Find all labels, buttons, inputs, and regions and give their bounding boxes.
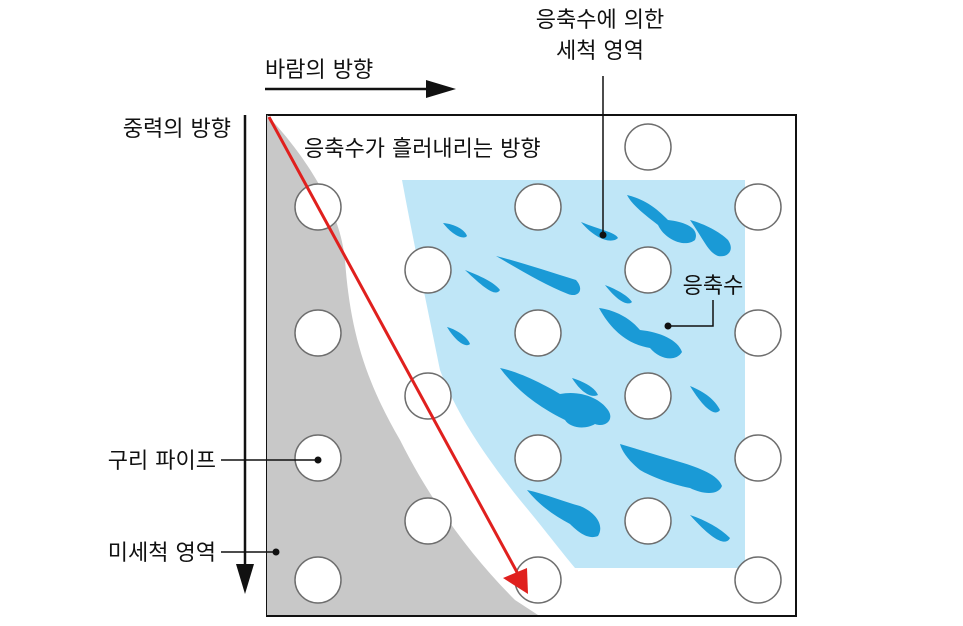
condensate-flow-arrowhead <box>503 568 528 594</box>
copper-pipe <box>734 556 782 604</box>
copper-pipe <box>514 434 562 482</box>
copper-pipe <box>404 372 452 420</box>
copper-pipe <box>734 183 782 231</box>
droplet <box>620 444 722 493</box>
cleaning-area-label-line2: 세척 영역 <box>556 39 644 64</box>
condensate-label: 응축수 <box>683 274 744 299</box>
copper-pipe <box>514 309 562 357</box>
cleaning-area-dot <box>599 231 607 239</box>
uncleaned-area-dot <box>272 548 280 556</box>
copper-pipe <box>404 497 452 545</box>
droplet <box>690 515 730 542</box>
gravity-direction-arrowhead <box>236 564 254 594</box>
copper-pipe <box>294 556 342 604</box>
leader-dots <box>272 231 672 556</box>
copper-pipe <box>624 246 672 294</box>
droplet <box>443 223 467 238</box>
copper-pipe <box>624 497 672 545</box>
leader-lines <box>221 76 714 553</box>
droplet <box>690 386 720 413</box>
droplet <box>581 222 618 241</box>
copper-pipe-dot <box>314 456 322 464</box>
uncleaned-area-label: 미세척 영역 <box>108 541 216 566</box>
copper-pipe <box>734 434 782 482</box>
copper-pipe <box>404 246 452 294</box>
copper-pipe <box>294 309 342 357</box>
droplet <box>572 378 598 396</box>
droplet <box>500 368 611 428</box>
droplet <box>496 256 581 296</box>
copper-pipe <box>624 123 672 171</box>
condensate-flow-arrow <box>267 116 520 575</box>
condensate-droplets <box>443 195 731 542</box>
copper-pipe <box>514 183 562 231</box>
cleaning-area-label-line1: 응축수에 의한 <box>536 8 664 33</box>
copper-pipe <box>734 309 782 357</box>
condensate-leader <box>668 300 714 327</box>
droplet <box>599 308 682 359</box>
droplet <box>447 327 470 346</box>
wind-direction-label: 바람의 방향 <box>265 58 373 83</box>
gravity-direction-label: 중력의 방향 <box>123 117 231 142</box>
condensate-dot <box>664 322 672 330</box>
droplet <box>527 490 601 538</box>
droplet <box>465 270 500 293</box>
droplet <box>690 220 731 257</box>
copper-pipe <box>624 372 672 420</box>
wind-direction-arrowhead <box>426 80 456 98</box>
droplet <box>627 195 696 244</box>
droplet <box>605 285 632 304</box>
condensate-flow-label: 응축수가 흘러내리는 방향 <box>304 137 541 162</box>
copper-pipe-label: 구리 파이프 <box>108 449 216 474</box>
